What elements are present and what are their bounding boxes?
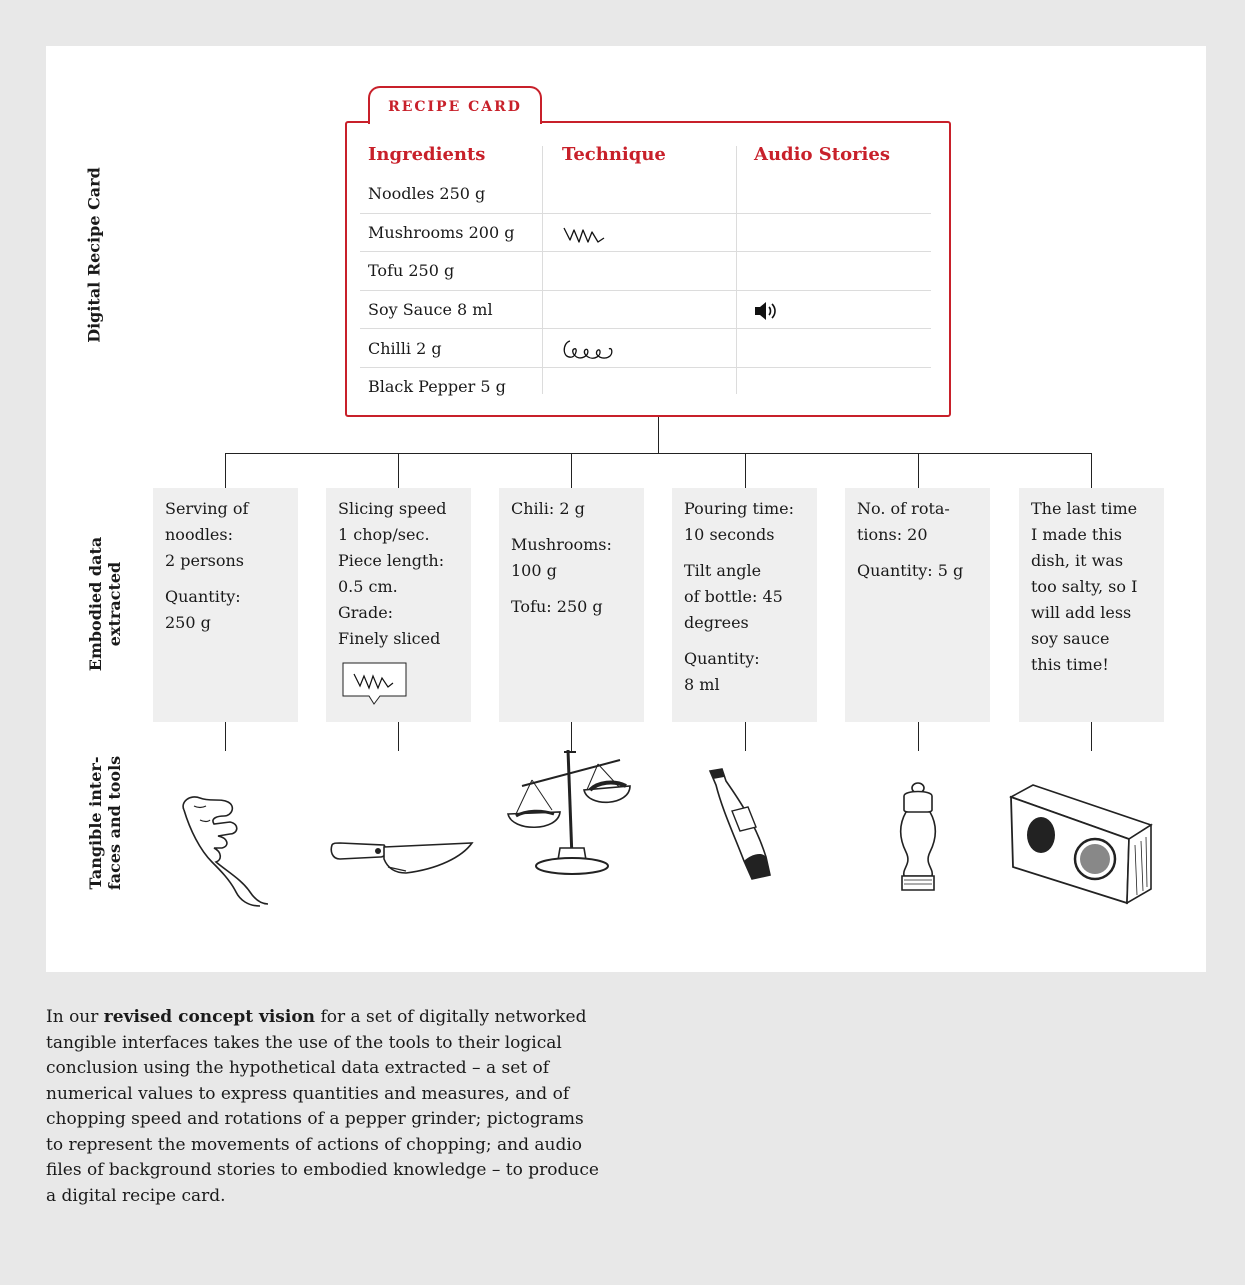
connector-line (225, 722, 226, 751)
box-text: Quantity: 250 g (165, 587, 241, 632)
row-divider (360, 328, 931, 329)
box-text: Pouring time: 10 seconds (684, 499, 795, 544)
column-divider (736, 146, 737, 394)
box-text: Serving of noodles: 2 persons (165, 499, 249, 570)
ingredient-item: Soy Sauce 8 ml (368, 300, 493, 319)
chop-speech-bubble-icon (342, 662, 407, 705)
tab-mask (370, 118, 540, 124)
hand-icon (182, 796, 269, 907)
connector-line (571, 722, 572, 751)
row-label-recipe-card: Digital Recipe Card (84, 167, 104, 343)
column-header-technique: Technique (562, 144, 666, 165)
box-text: Mushrooms: 100 g (511, 535, 612, 580)
connector-line (398, 453, 399, 488)
ingredient-item: Noodles 250 g (368, 184, 486, 203)
row-label-embodied-data: Embodied data extracted (86, 537, 124, 672)
zigzag-chop-icon (563, 227, 605, 243)
soy-sauce-bottle-icon (708, 768, 771, 880)
connector-line (571, 453, 572, 488)
box-text: Slicing speed 1 chop/sec. Piece length: … (338, 499, 447, 648)
box-text: Quantity: 8 ml (684, 649, 760, 694)
box-text: Chili: 2 g (511, 499, 585, 518)
data-box-noodles: Serving of noodles: 2 persons Quantity: … (153, 488, 298, 722)
speaker-icon (755, 302, 776, 320)
caption-lead: In our (46, 1007, 104, 1027)
row-divider (360, 367, 931, 368)
box-text: The last time I made this dish, it was t… (1031, 499, 1138, 674)
data-box-chili: Chili: 2 g Mushrooms: 100 g Tofu: 250 g (499, 488, 644, 722)
ingredient-item: Black Pepper 5 g (368, 377, 506, 396)
connector-line (398, 722, 399, 751)
caption-rest: for a set of digitally networked tangibl… (46, 1007, 599, 1206)
recipe-card (345, 121, 951, 417)
figure-caption: In our revised concept vision for a set … (46, 1005, 606, 1209)
data-box-story: The last time I made this dish, it was t… (1019, 488, 1164, 722)
ingredient-item: Mushrooms 200 g (368, 223, 515, 242)
box-text: Tofu: 250 g (511, 597, 603, 616)
row-divider (360, 251, 931, 252)
data-box-rotations: No. of rota- tions: 20 Quantity: 5 g (845, 488, 990, 722)
connector-line (918, 722, 919, 751)
row-label-embodied-line-2: extracted (105, 561, 124, 647)
recipe-card-tab: RECIPE CARD (368, 86, 542, 124)
speaker-box-icon (1009, 784, 1153, 905)
connector-line (225, 453, 1092, 454)
connector-line (658, 417, 659, 453)
box-text: No. of rota- tions: 20 (857, 499, 950, 544)
column-header-ingredients: Ingredients (368, 144, 486, 165)
row-label-tangible: Tangible inter- faces and tools (86, 756, 124, 890)
row-divider (360, 213, 931, 214)
row-label-tangible-line-2: faces and tools (105, 755, 124, 891)
row-label-tangible-line-1: Tangible inter- (86, 756, 105, 890)
connector-line (225, 453, 226, 488)
data-box-slicing: Slicing speed 1 chop/sec. Piece length: … (326, 488, 471, 722)
scale-icon (507, 749, 631, 875)
connector-line (745, 453, 746, 488)
connector-line (918, 453, 919, 488)
data-box-pouring: Pouring time: 10 seconds Tilt angle of b… (672, 488, 817, 722)
caption-bold: revised concept vision (103, 1007, 316, 1027)
pepper-grinder-icon (899, 782, 937, 891)
column-header-audio-stories: Audio Stories (754, 144, 890, 165)
column-divider (542, 146, 543, 394)
connector-line (1091, 453, 1092, 488)
ingredient-item: Chilli 2 g (368, 339, 442, 358)
knife-icon (330, 842, 474, 874)
row-label-embodied-line-1: Embodied data (86, 536, 105, 672)
ingredient-item: Tofu 250 g (368, 261, 455, 280)
connector-line (745, 722, 746, 751)
row-divider (360, 290, 931, 291)
box-text: Quantity: 5 g (857, 561, 964, 580)
connector-line (1091, 722, 1092, 751)
loop-stir-icon (563, 340, 613, 359)
box-text: Tilt angle of bottle: 45 degrees (684, 561, 783, 632)
